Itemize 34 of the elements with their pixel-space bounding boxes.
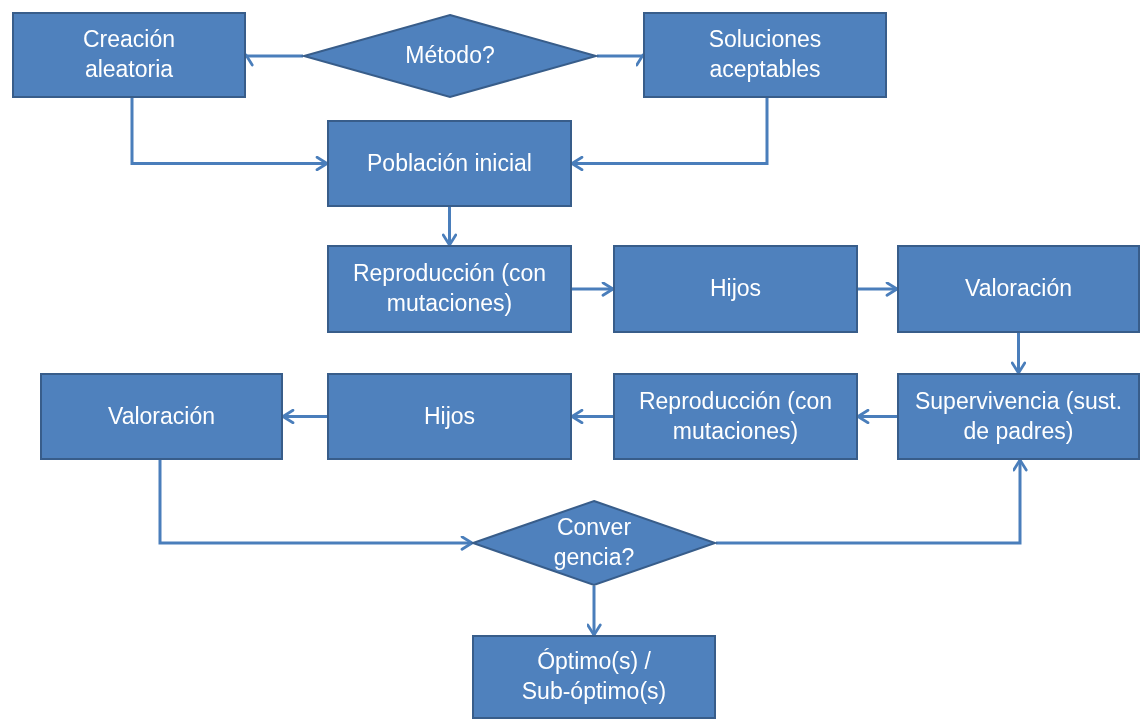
process-box (12, 12, 246, 98)
node-label: Reproducción (con mutaciones) (351, 259, 548, 318)
node-label: Soluciones aceptables (707, 25, 823, 84)
node-label: Valoración (108, 401, 215, 431)
arrow (441, 207, 458, 247)
process-box (327, 245, 572, 333)
process-box (897, 373, 1140, 460)
node-label: Población inicial (367, 148, 532, 178)
arrow (716, 458, 1028, 545)
process-box (613, 245, 858, 333)
node-label: Reproducción (con mutaciones) (637, 386, 834, 446)
node-label: Método? (405, 41, 495, 71)
decision-diamond (472, 500, 716, 586)
arrow (1010, 333, 1027, 375)
process-box (327, 120, 572, 207)
arrow (158, 460, 474, 551)
process-box (40, 373, 283, 460)
node-label: Valoración (965, 274, 1072, 304)
process-box (472, 635, 716, 719)
arrow (130, 98, 329, 172)
node-label: Conver gencia? (552, 513, 636, 572)
process-box (643, 12, 887, 98)
process-box (613, 373, 858, 460)
node-label: Creación aleatoria (81, 25, 176, 84)
node-label: Hijos (709, 274, 762, 304)
node-label: Hijos (423, 401, 476, 431)
arrow (572, 281, 615, 297)
node-label: Óptimo(s) / Sub-óptimo(s) (520, 647, 668, 706)
decision-diamond (303, 14, 597, 98)
arrow (586, 586, 602, 637)
process-box (327, 373, 572, 460)
arrow (858, 281, 899, 297)
process-box (897, 245, 1140, 333)
node-label: Supervivencia (sust. de padres) (913, 386, 1124, 446)
